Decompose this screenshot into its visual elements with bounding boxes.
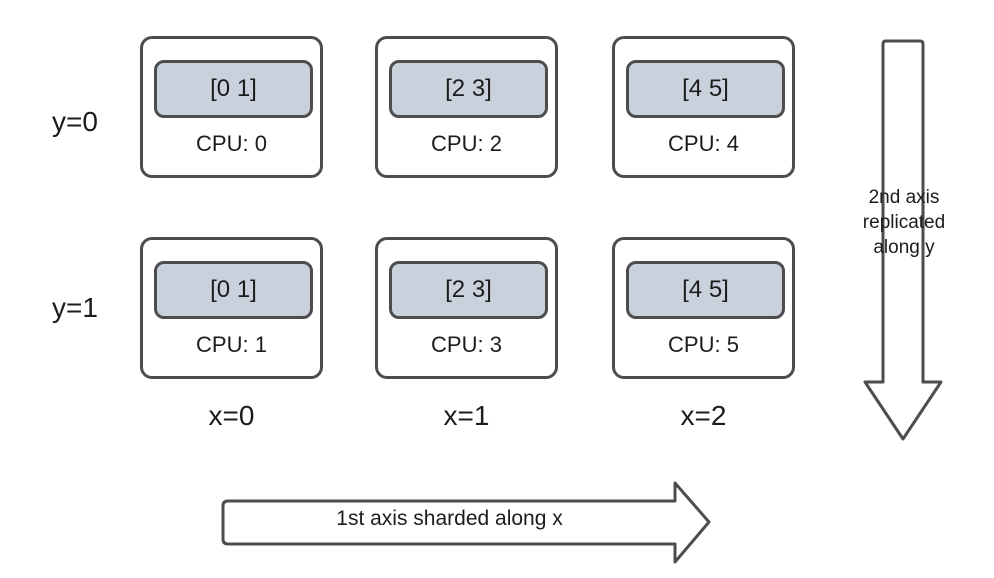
shard-box: [0 1] bbox=[154, 60, 313, 118]
vertical-arrow-caption-line-1: 2nd axis bbox=[868, 187, 940, 208]
vertical-arrow-caption: 2nd axis replicated along y bbox=[840, 185, 968, 260]
shard-box: [4 5] bbox=[626, 60, 785, 118]
cpu-label: CPU: 1 bbox=[196, 332, 267, 357]
cpu-label: CPU: 5 bbox=[668, 332, 739, 357]
cpu-label: CPU: 2 bbox=[431, 131, 502, 156]
shard-box: [0 1] bbox=[154, 261, 313, 319]
horizontal-axis-arrow bbox=[221, 481, 711, 564]
shard-label: [2 3] bbox=[445, 276, 492, 303]
vertical-axis-arrow bbox=[863, 39, 943, 441]
device-card-cpu-4[interactable]: [4 5] CPU: 4 bbox=[612, 36, 795, 178]
cpu-label: CPU: 4 bbox=[668, 131, 739, 156]
shard-label: [4 5] bbox=[682, 75, 729, 102]
arrow-right-shape bbox=[221, 481, 711, 564]
row-label-y0: y=0 bbox=[52, 106, 98, 137]
horizontal-arrow-caption: 1st axis sharded along x bbox=[336, 507, 563, 530]
shard-label: [0 1] bbox=[210, 75, 257, 102]
cpu-label: CPU: 0 bbox=[196, 131, 267, 156]
shard-label: [0 1] bbox=[210, 276, 257, 303]
row-label-y1: y=1 bbox=[52, 292, 98, 323]
col-label-x1: x=1 bbox=[443, 400, 490, 431]
col-label-x0: x=0 bbox=[208, 400, 255, 431]
device-card-cpu-1[interactable]: [0 1] CPU: 1 bbox=[140, 237, 323, 379]
vertical-arrow-caption-line-2: replicated bbox=[862, 212, 946, 233]
device-card-cpu-3[interactable]: [2 3] CPU: 3 bbox=[375, 237, 558, 379]
cpu-label: CPU: 3 bbox=[431, 332, 502, 357]
shard-label: [2 3] bbox=[445, 75, 492, 102]
shard-box: [4 5] bbox=[626, 261, 785, 319]
shard-label: [4 5] bbox=[682, 276, 729, 303]
device-card-cpu-2[interactable]: [2 3] CPU: 2 bbox=[375, 36, 558, 178]
vertical-arrow-caption-line-3: along y bbox=[873, 237, 935, 258]
device-card-cpu-0[interactable]: [0 1] CPU: 0 bbox=[140, 36, 323, 178]
device-card-cpu-5[interactable]: [4 5] CPU: 5 bbox=[612, 237, 795, 379]
arrow-down-shape bbox=[863, 39, 943, 441]
shard-box: [2 3] bbox=[389, 60, 548, 118]
col-label-x2: x=2 bbox=[680, 400, 727, 431]
shard-box: [2 3] bbox=[389, 261, 548, 319]
